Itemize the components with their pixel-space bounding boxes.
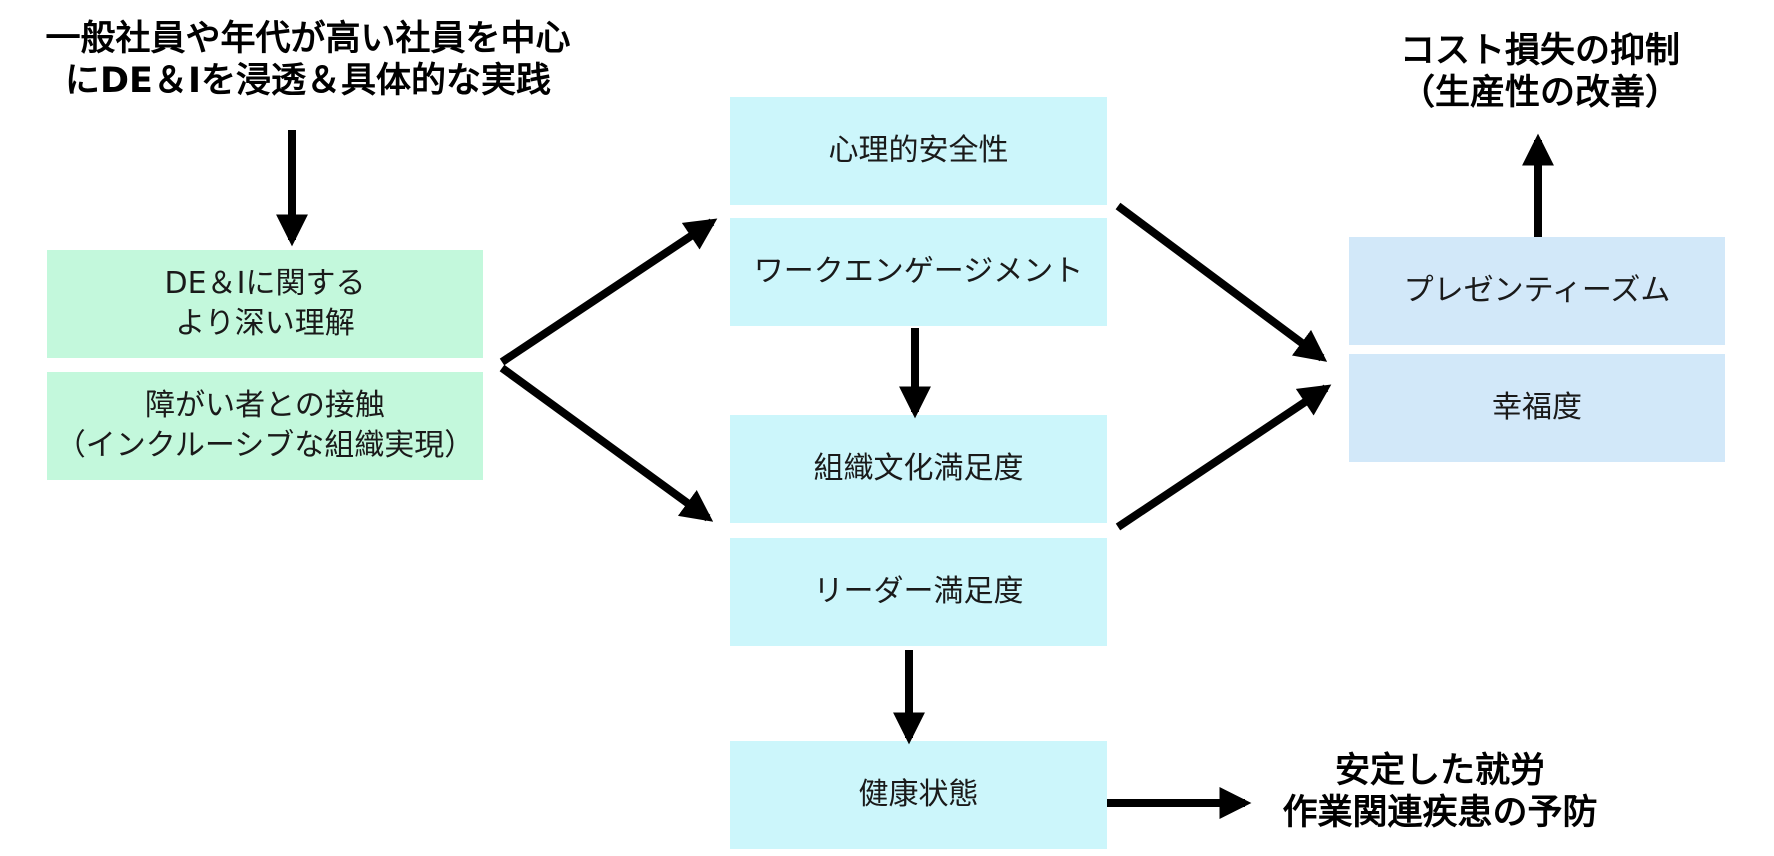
arrow-left-to-lower-middle xyxy=(499,364,714,522)
presenteeism-box: プレゼンティーズム xyxy=(1349,237,1725,345)
arrow-lower-middle-to-right xyxy=(1115,384,1332,531)
top-right-heading: コスト損失の抑制 （生産性の改善） xyxy=(1399,31,1680,113)
arrow-upper-middle-to-right xyxy=(1115,202,1328,362)
bottom-right-heading: 安定した就労 作業関連疾患の予防 xyxy=(1282,751,1598,833)
top-left-heading: 一般社員や年代が高い社員を中心 にDE＆Iを浸透＆具体的な実践 xyxy=(45,19,571,101)
psychological-safety-box: 心理的安全性 xyxy=(730,97,1107,205)
leader-satisfaction-box: リーダー満足度 xyxy=(730,538,1107,646)
work-engagement-box: ワークエンゲージメント xyxy=(730,218,1107,326)
deni-understanding-box: DE＆Iに関する より深い理解 xyxy=(47,250,483,358)
health-status-box: 健康状態 xyxy=(730,741,1107,849)
disability-contact-box: 障がい者との接触 （インクルーシブな組織実現） xyxy=(47,372,483,480)
arrow-left-to-upper-middle xyxy=(499,218,718,366)
well-being-box: 幸福度 xyxy=(1349,354,1725,462)
org-culture-satisfaction-box: 組織文化満足度 xyxy=(730,415,1107,523)
